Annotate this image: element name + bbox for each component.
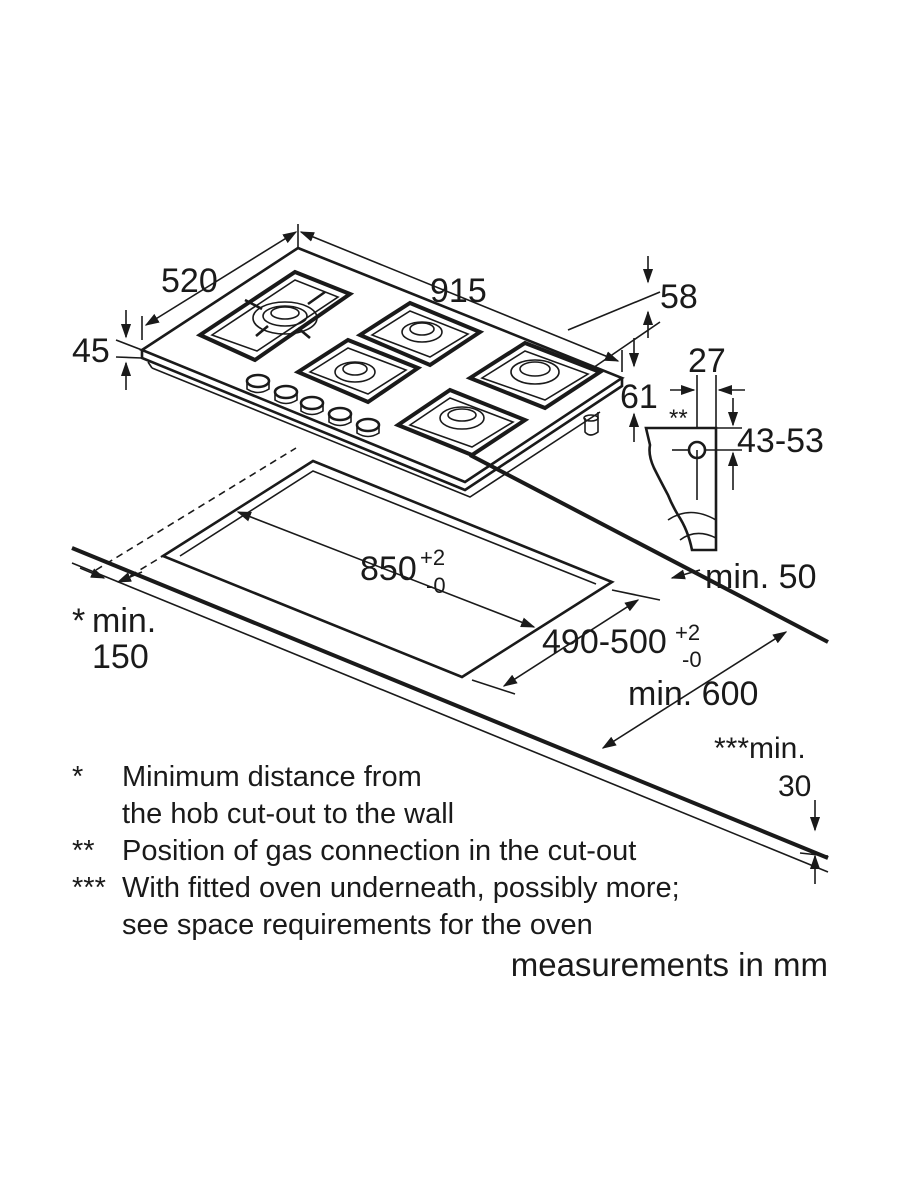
pan-support-left [195,269,355,363]
worktop-front-edge [71,546,829,860]
dimension-labels: 520 915 58 45 61 27 ** 43-53 850 +2 -0 4… [72,262,824,803]
pan-support-right-back [465,340,605,411]
worktop-underside [71,562,829,873]
footnotes: * Minimum distance from the hob cut-out … [72,761,828,983]
control-knobs [245,373,381,438]
note-1-marker: * [72,761,83,793]
hob-body-underside [151,367,601,498]
gas-connection-detail [644,375,745,552]
dim-wall-distance-value: 150 [92,638,149,676]
note-3-marker: *** [72,872,106,904]
dim-cutout-depth: 490-500 [542,623,667,661]
dim-oven-gap-value: 30 [778,770,811,803]
worktop-back-wall-edge [469,453,829,644]
wall-distance-marker: * [72,602,85,640]
pan-support-right-front [393,387,530,458]
gas-marker: ** [669,405,688,432]
dim-under-hob-depth: 61 [620,378,658,416]
note-1-line-2: the hob cut-out to the wall [122,798,454,830]
dim-gas-height: 43-53 [737,422,824,460]
dim-cutout-depth-tol-minus: -0 [682,647,702,672]
units-note: measurements in mm [511,946,828,983]
dim-worktop-depth: min. 600 [628,675,758,713]
hob-dimension-lines [115,224,661,442]
dim-oven-gap-label: ***min. [714,732,806,765]
gas-connector [583,412,599,436]
dim-cutout-depth-tol-plus: +2 [675,620,700,645]
worktop-and-cutout [71,447,829,884]
dim-min-front: min. 50 [705,558,817,596]
dim-cutout-width-tol-minus: -0 [426,573,446,598]
note-2-line-1: Position of gas connection in the cut-ou… [122,835,636,867]
hob-body-side [147,361,153,369]
pan-support-center-back [355,300,485,368]
note-3-line-2: see space requirements for the oven [122,909,593,941]
hob-glass-edge [140,350,624,492]
dim-glass-thickness: 45 [72,332,110,370]
pan-support-center-front [293,337,423,405]
dim-hob-depth: 520 [161,262,218,300]
dim-wall-distance-label: min. [92,602,156,640]
dim-cutout-width-tol-plus: +2 [420,545,445,570]
note-3-line-1: With fitted oven underneath, possibly mo… [122,872,680,904]
dim-hob-height: 58 [660,278,698,316]
dim-gas-offset: 27 [688,342,726,380]
cutout-outline [160,459,615,679]
dim-cutout-width: 850 [360,550,417,588]
dim-hob-width: 915 [430,272,487,310]
note-2-marker: ** [72,835,95,867]
note-1-line-1: Minimum distance from [122,761,422,793]
